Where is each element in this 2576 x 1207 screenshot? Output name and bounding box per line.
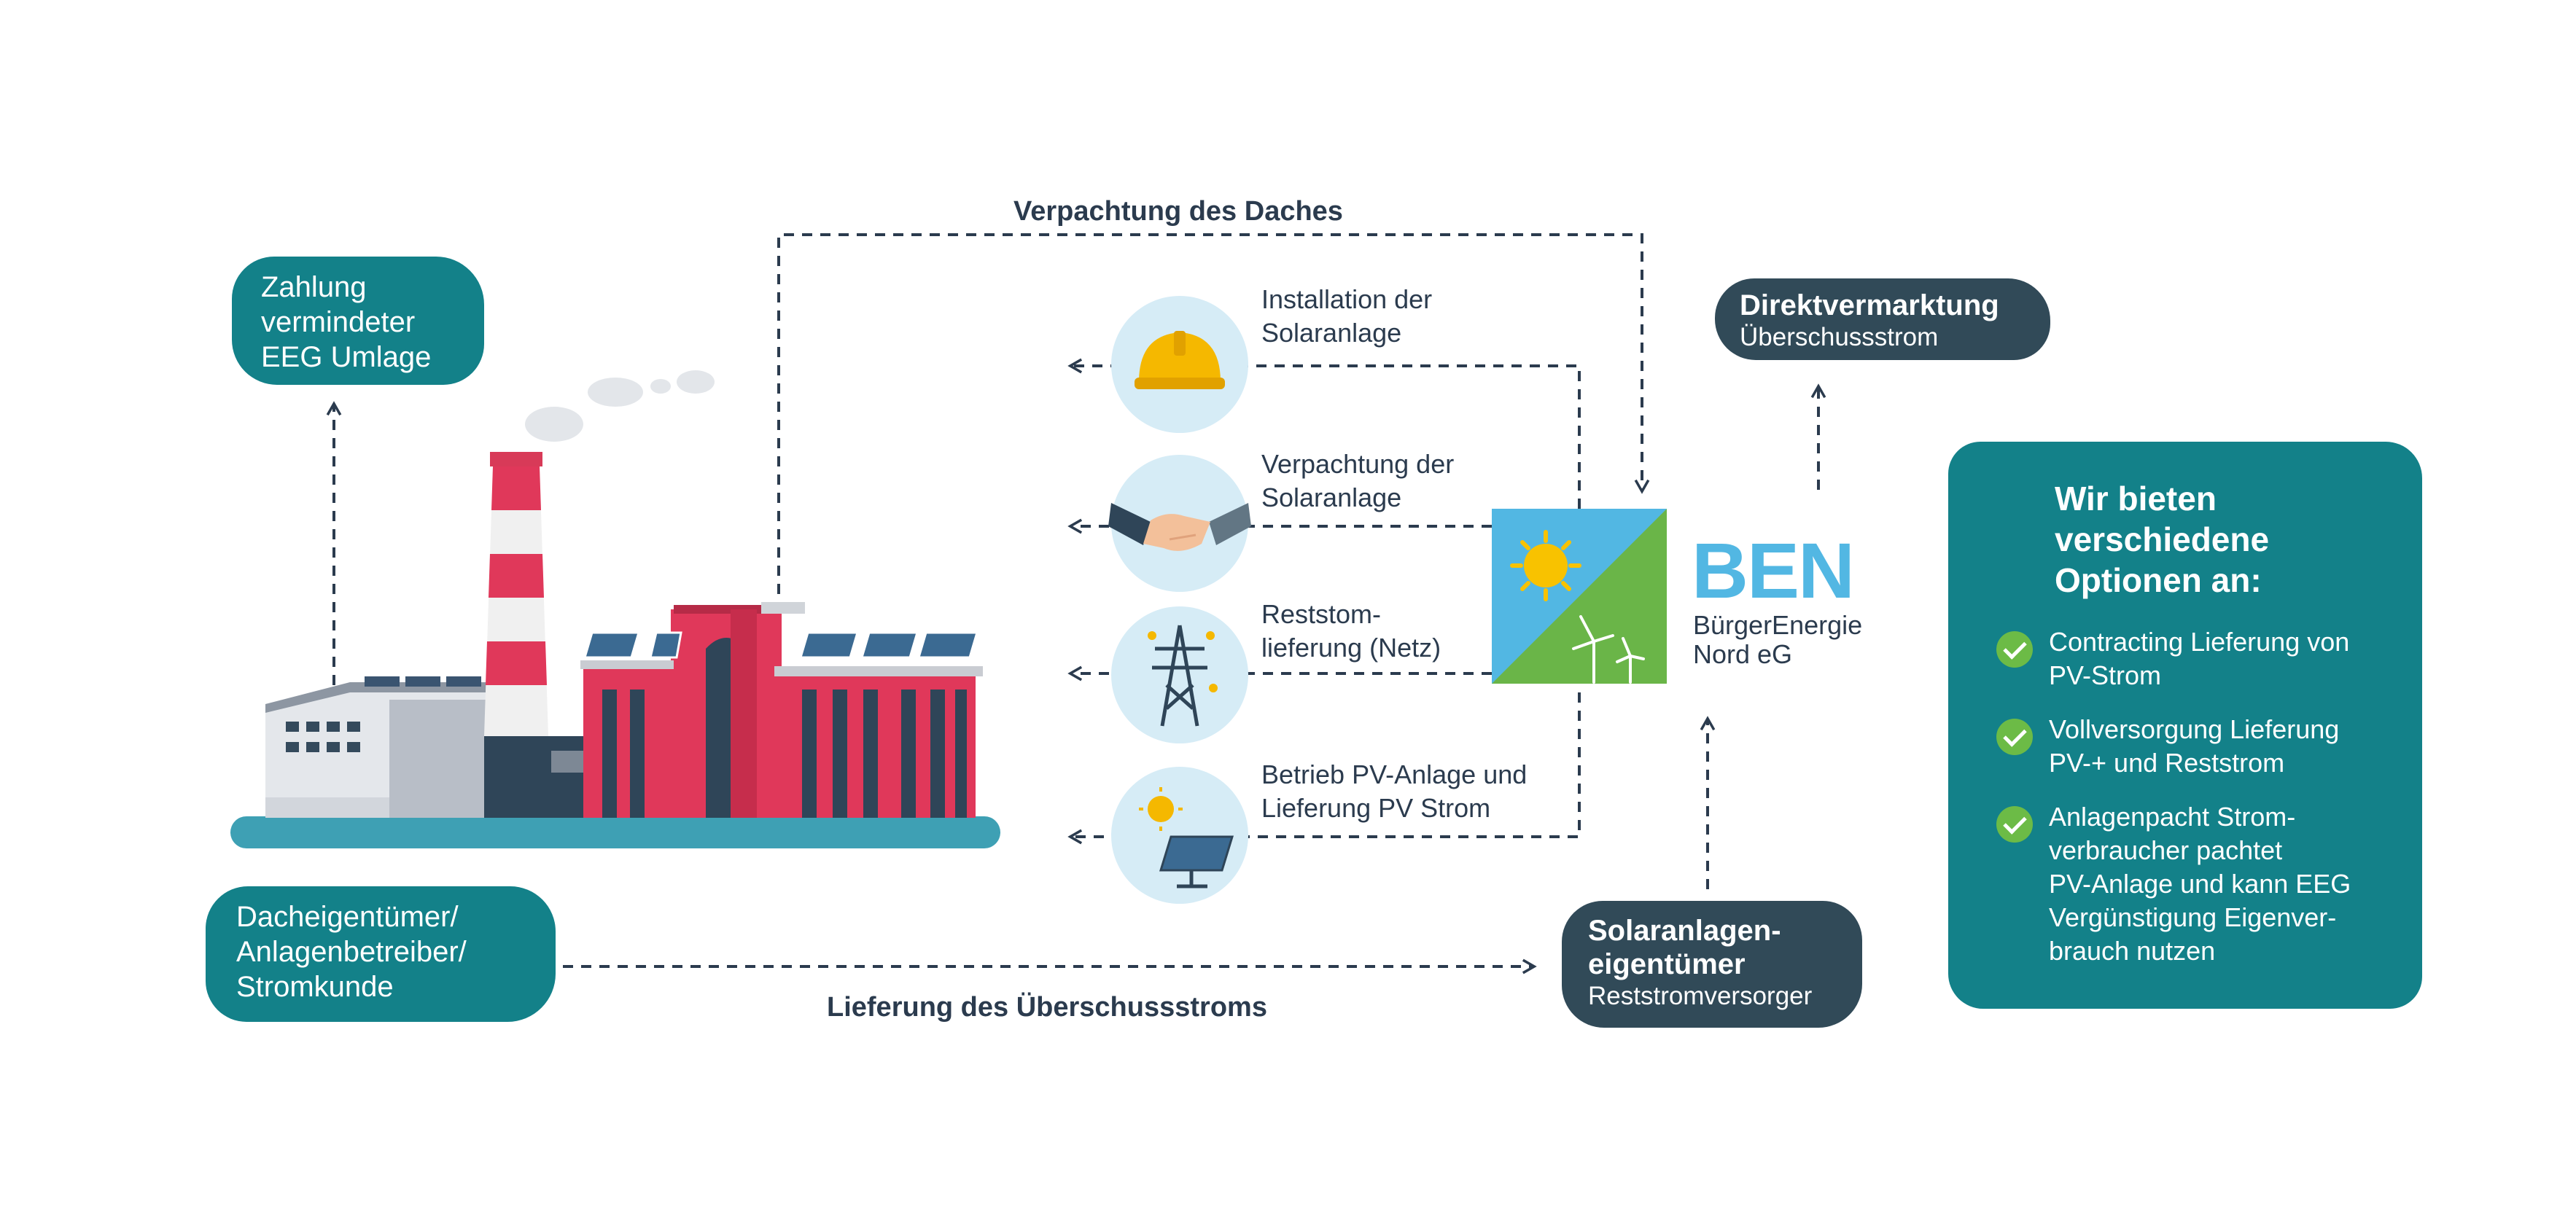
service-installation-line-2: Solaranlage [1261, 318, 1402, 348]
owner-line-2: Anlagenbetreiber/ [236, 936, 467, 968]
solar-owner-title-2: eigentümer [1588, 948, 1746, 980]
payment-line-3: EEG Umlage [261, 341, 432, 373]
ben-logo-graphic [1492, 509, 1667, 684]
check-icon [1996, 806, 2033, 843]
offer-title: Wir bieten verschiedene Optionen an: [2055, 478, 2396, 601]
offer-item-3-line-5: brauch nutzen [2049, 936, 2216, 966]
service-lease-line-1: Verpachtung der [1261, 449, 1455, 479]
ben-name-line-1: BürgerEnergie [1693, 610, 1863, 640]
service-lease-line-2: Solaranlage [1261, 483, 1402, 512]
offer-item-3-line-3: PV-Anlage und kann EEG [2049, 869, 2351, 899]
offer-item-contracting: Contracting Lieferung von PV-Strom [1948, 625, 2396, 692]
service-label-installation: Installation der Solaranlage [1261, 283, 1432, 350]
offer-item-1-line-1: Contracting Lieferung von [2049, 627, 2350, 657]
payment-line-1: Zahlung [261, 271, 367, 303]
handshake-icon [1108, 455, 1251, 592]
direct-marketing-box: Direktvermarktung Überschussstrom [1715, 278, 2050, 360]
service-label-lease: Verpachtung der Solaranlage [1261, 448, 1454, 515]
service-pv-line-1: Betrieb PV-Anlage und [1261, 759, 1528, 789]
ben-name-line-2: Nord eG [1693, 639, 1793, 669]
roof-owner-box: Dacheigentümer/ Anlagenbetreiber/ Stromk… [206, 886, 556, 1022]
solar-owner-box: Solaranlagen- eigentümer Reststromversor… [1562, 901, 1862, 1028]
owner-line-3: Stromkunde [236, 971, 394, 1003]
offer-item-1-line-2: PV-Strom [2049, 660, 2162, 690]
offer-item-full-supply: Vollversorgung Lieferung PV-+ und Restst… [1948, 713, 2396, 780]
check-icon [1996, 631, 2033, 668]
service-label-grid: Reststom- lieferung (Netz) [1261, 598, 1441, 665]
owner-line-1: Dacheigentümer/ [236, 901, 459, 933]
service-installation-line-1: Installation der [1261, 284, 1433, 314]
offer-title-line-1: Wir bieten [2055, 480, 2217, 517]
service-label-pv: Betrieb PV-Anlage und Lieferung PV Strom [1261, 758, 1527, 825]
direct-subtitle: Überschussstrom [1740, 323, 1939, 351]
payment-line-2: vermindeter [261, 306, 416, 338]
service-grid-line-1: Reststom- [1261, 599, 1382, 629]
solar-panel-icon [1111, 767, 1248, 904]
hard-hat-icon [1111, 296, 1248, 433]
service-pv-line-2: Lieferung PV Strom [1261, 793, 1491, 823]
offer-item-lease: Anlagenpacht Strom- verbraucher pachtet … [1948, 800, 2396, 968]
offer-item-3-line-2: verbraucher pachtet [2049, 835, 2283, 865]
offer-item-3-line-1: Anlagenpacht Strom- [2049, 802, 2296, 832]
roof-lease-arrow [777, 233, 1650, 612]
offer-item-3-line-4: Vergünstigung Eigenver- [2049, 902, 2337, 932]
solar-owner-subtitle: Reststromversorger [1588, 982, 1813, 1010]
offer-box: Wir bieten verschiedene Optionen an: Con… [1948, 442, 2422, 1009]
factory-illustration [230, 370, 1000, 848]
direct-title: Direktvermarktung [1740, 289, 1999, 321]
top-label: Verpachtung des Daches [1013, 196, 1343, 227]
offer-title-line-2: verschiedene [2055, 520, 2270, 558]
solar-owner-title-1: Solaranlagen- [1588, 915, 1781, 947]
payment-box: Zahlung vermindeter EEG Umlage [232, 257, 484, 385]
offer-item-2-line-2: PV-+ und Reststrom [2049, 748, 2285, 778]
offer-title-line-3: Optionen an: [2055, 561, 2262, 599]
check-icon [1996, 719, 2033, 755]
bottom-label: Lieferung des Überschussstroms [827, 991, 1267, 1023]
offer-item-2-line-1: Vollversorgung Lieferung [2049, 714, 2340, 744]
power-pylon-icon [1111, 606, 1248, 743]
ben-logo-name: BürgerEnergie Nord eG [1693, 611, 1862, 669]
service-grid-line-2: lieferung (Netz) [1261, 633, 1441, 663]
ben-logo-mark: BEN [1692, 526, 1855, 614]
